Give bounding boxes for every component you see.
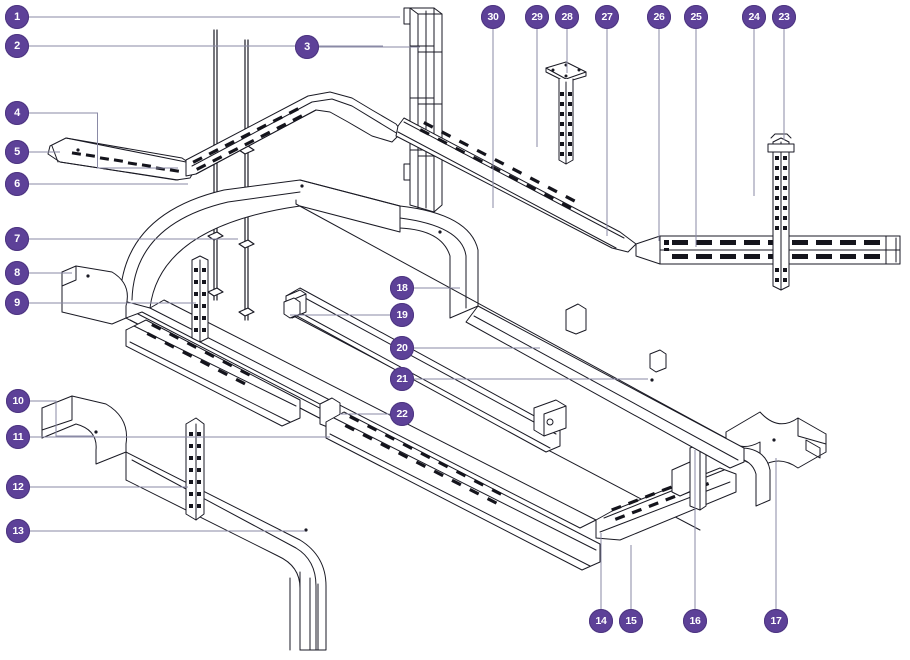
callout-badge-23[interactable]: 23: [772, 5, 796, 29]
callout-badge-15[interactable]: 15: [619, 609, 643, 633]
callout-badge-10[interactable]: 10: [6, 389, 30, 413]
callout-badge-14[interactable]: 14: [589, 609, 613, 633]
callout-badge-29[interactable]: 29: [525, 5, 549, 29]
callout-badge-26[interactable]: 26: [647, 5, 671, 29]
left-lower-ladder-rungs: [146, 323, 251, 386]
callout-badge-12[interactable]: 12: [6, 475, 30, 499]
centre-ladder-coupler-b: [533, 399, 567, 437]
lower-long-cable-ladder: [325, 411, 601, 571]
solid-bottom-tray-upper-left-bend: [119, 179, 401, 309]
vertical-ladder-tower: [403, 7, 443, 213]
support-post-left-b: [238, 39, 255, 321]
callout-badge-16[interactable]: 16: [683, 609, 707, 633]
callout-badge-13[interactable]: 13: [6, 519, 30, 543]
callout-badge-5[interactable]: 5: [5, 140, 29, 164]
leader-line-4: [29, 112, 178, 169]
callout-badge-1[interactable]: 1: [5, 5, 29, 29]
upper-left-ladder-rungs: [71, 151, 180, 173]
callout-badge-30[interactable]: 30: [481, 5, 505, 29]
callout-badge-3[interactable]: 3: [295, 35, 319, 59]
callout-badge-11[interactable]: 11: [6, 425, 30, 449]
callout-badge-27[interactable]: 27: [595, 5, 619, 29]
bracket-clip-centre: [283, 297, 301, 319]
callout-badge-8[interactable]: 8: [5, 261, 29, 285]
lower-left-tray-bend: [41, 395, 128, 465]
bracket-clip-right-mid: [649, 349, 667, 373]
callout-badge-25[interactable]: 25: [684, 5, 708, 29]
leader-line-10: [30, 400, 94, 437]
callout-badge-18[interactable]: 18: [390, 276, 414, 300]
callout-badge-20[interactable]: 20: [390, 336, 414, 360]
callout-badge-4[interactable]: 4: [5, 101, 29, 125]
callout-badge-17[interactable]: 17: [764, 609, 788, 633]
bracket-hanger-right-small: [565, 303, 587, 335]
main-upper-cable-ladder: [185, 91, 403, 177]
strut-post-upper-middle-slots: [194, 268, 206, 332]
callout-badge-28[interactable]: 28: [555, 5, 579, 29]
strut-post-centre-left-slots: [189, 432, 201, 508]
main-upper-ladder-rungs: [192, 107, 303, 171]
upper-right-tray-return: [465, 305, 745, 469]
ceiling-strut-slots: [560, 92, 572, 156]
strut-post-upper-middle: [191, 255, 209, 343]
lower-long-ladder-rungs: [344, 415, 502, 505]
callout-badge-6[interactable]: 6: [5, 172, 29, 196]
right-hanger-slots: [775, 156, 787, 282]
upper-right-ladder-rungs: [419, 121, 576, 210]
solid-bottom-tray-left-edge: [61, 265, 128, 325]
callout-badge-19[interactable]: 19: [390, 303, 414, 327]
callout-badge-21[interactable]: 21: [390, 367, 414, 391]
callout-badge-2[interactable]: 2: [5, 34, 29, 58]
callout-badge-9[interactable]: 9: [5, 291, 29, 315]
callout-badge-7[interactable]: 7: [5, 227, 29, 251]
callout-badge-24[interactable]: 24: [742, 5, 766, 29]
lower-drop-ladder-detail: [289, 571, 319, 651]
callout-badge-22[interactable]: 22: [390, 402, 414, 426]
